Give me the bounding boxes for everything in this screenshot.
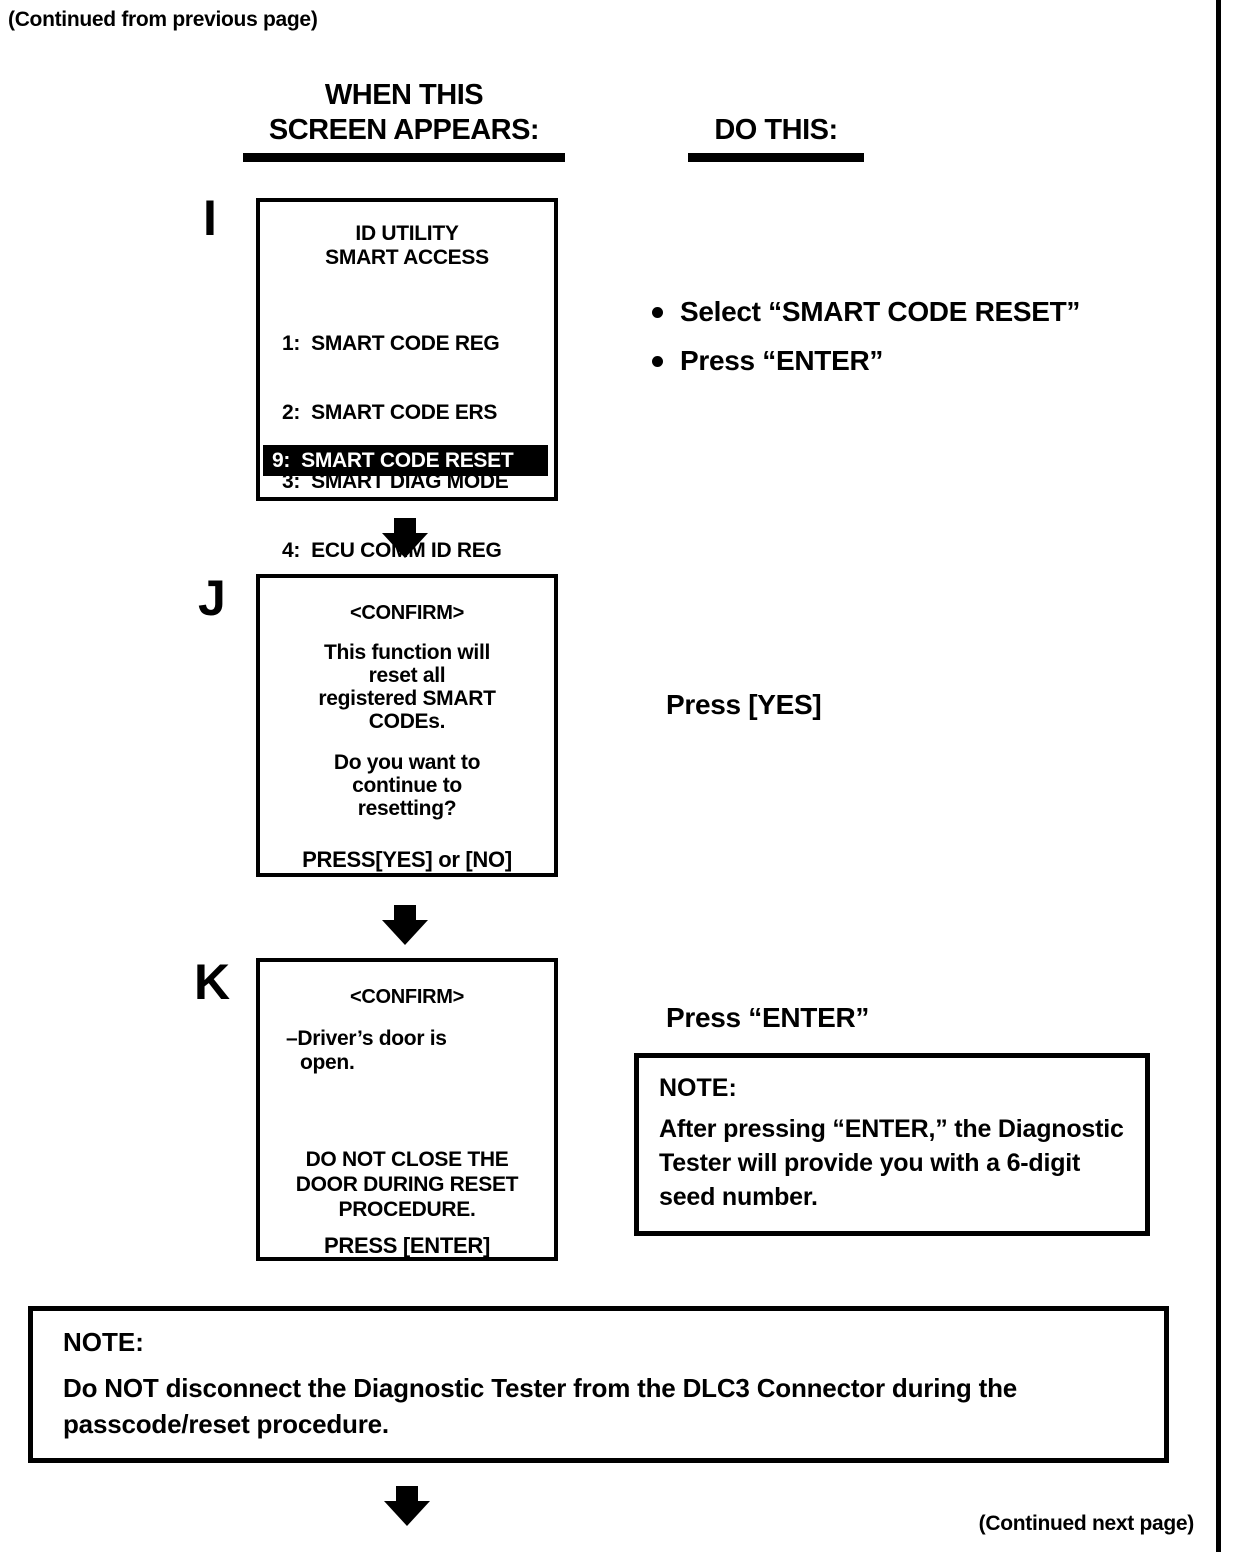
- screen-title: ID UTILITY SMART ACCESS: [260, 222, 554, 270]
- instruction-step-k: Press “ENTER”: [666, 1002, 870, 1033]
- instructions-step-i: Select “SMART CODE RESET” Press “ENTER”: [652, 294, 1080, 392]
- continued-next-text: (Continued next page): [978, 1512, 1195, 1535]
- step-label-j: J: [198, 570, 226, 626]
- screen-warning-line: DO NOT CLOSE THE: [305, 1148, 509, 1171]
- screen-confirm-title: <CONFIRM>: [350, 602, 464, 624]
- instruction-text: Select “SMART CODE RESET”: [680, 296, 1081, 327]
- screen-status: –Driver’s door is open.: [260, 1027, 554, 1075]
- screen-confirm-title: <CONFIRM>: [350, 986, 464, 1008]
- arrow-stem: [396, 1486, 418, 1501]
- arrow-head: [382, 920, 428, 945]
- arrow-stem: [394, 905, 416, 920]
- note-title: NOTE:: [63, 1327, 144, 1357]
- instruction-step-j: Press [YES]: [666, 689, 822, 720]
- screen-question-line: continue to: [352, 774, 462, 797]
- screen-title-line: SMART ACCESS: [325, 246, 489, 269]
- screen-footer: PRESS [ENTER]: [323, 1233, 490, 1258]
- screen-footer: PRESS[YES] or [NO]: [302, 847, 512, 872]
- instruction-row: Press “ENTER”: [652, 343, 1080, 379]
- menu-item: 1: SMART CODE REG: [282, 332, 500, 355]
- screen-message-line: registered SMART: [318, 687, 496, 710]
- tester-screen-j: <CONFIRM> This function will reset all r…: [256, 574, 558, 877]
- down-arrow-icon: [382, 905, 428, 945]
- step-label-i: I: [203, 190, 217, 246]
- screen-question-line: resetting?: [357, 797, 457, 820]
- down-arrow-icon: [384, 1486, 430, 1526]
- note-title: NOTE:: [659, 1074, 737, 1102]
- screen-warning: DO NOT CLOSE THE DOOR DURING RESET PROCE…: [260, 1147, 554, 1222]
- tester-screen-i: ID UTILITY SMART ACCESS 1: SMART CODE RE…: [256, 198, 558, 562]
- step-label-k: K: [194, 954, 231, 1010]
- arrow-head: [384, 1501, 430, 1526]
- arrow-head: [382, 533, 428, 558]
- screen-message-line: reset all: [368, 664, 446, 687]
- column-header-screen-line1: WHEN THIS: [324, 79, 484, 111]
- column-header-action-label: DO THIS:: [714, 114, 838, 146]
- bullet-icon: [652, 356, 663, 367]
- screen-message-line: This function will: [323, 641, 491, 664]
- note-box-seed-number: NOTE: After pressing “ENTER,” the Diagno…: [634, 1053, 1150, 1236]
- screen-warning-line: DOOR DURING RESET: [295, 1173, 519, 1196]
- column-header-screen-line2: SCREEN APPEARS:: [268, 114, 540, 146]
- instruction-text: Press “ENTER”: [680, 345, 884, 376]
- tester-screen-k: <CONFIRM> –Driver’s door is open. DO NOT…: [256, 958, 558, 1261]
- screen-warning-line: PROCEDURE.: [338, 1198, 476, 1221]
- screen-message: This function will reset all registered …: [260, 641, 554, 733]
- note-body: After pressing “ENTER,” the Diagnostic T…: [659, 1115, 1124, 1211]
- screen-question-line: Do you want to: [333, 751, 481, 774]
- arrow-stem: [394, 518, 416, 533]
- column-header-action: DO THIS:: [688, 113, 864, 162]
- continued-from-text: (Continued from previous page): [8, 8, 318, 31]
- page-border-line: [1216, 0, 1221, 1552]
- screen-title-line: ID UTILITY: [355, 222, 459, 245]
- screen-status-line: –Driver’s door is: [286, 1027, 447, 1050]
- screen-question: Do you want to continue to resetting?: [260, 751, 554, 820]
- highlighted-menu-item: 9: SMART CODE RESET: [263, 445, 548, 476]
- screen-message-line: CODEs.: [368, 710, 446, 733]
- down-arrow-icon: [382, 518, 428, 558]
- note-box-disconnect-warning: NOTE: Do NOT disconnect the Diagnostic T…: [28, 1306, 1169, 1463]
- screen-status-line: open.: [300, 1051, 355, 1074]
- note-body: Do NOT disconnect the Diagnostic Tester …: [63, 1373, 1018, 1439]
- bullet-icon: [652, 307, 663, 318]
- instruction-row: Select “SMART CODE RESET”: [652, 294, 1080, 330]
- column-header-screen: WHEN THIS SCREEN APPEARS:: [243, 78, 565, 162]
- menu-item: 2: SMART CODE ERS: [282, 401, 498, 424]
